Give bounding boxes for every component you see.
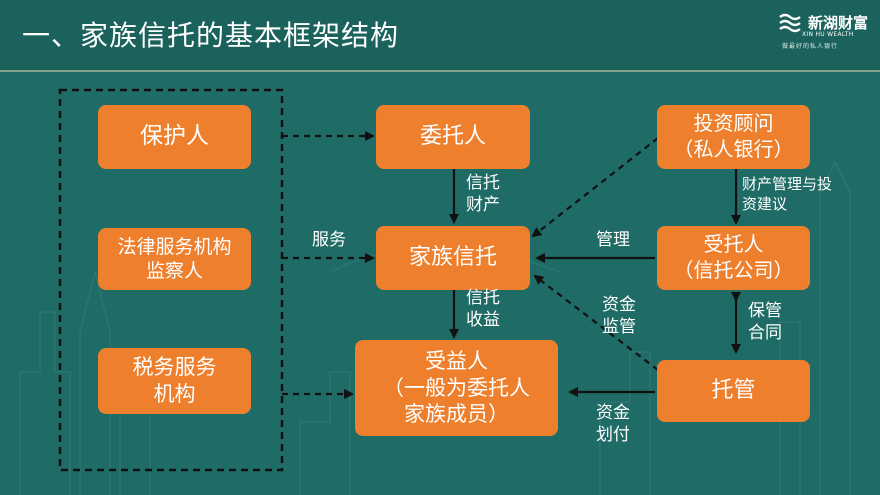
arrow-custody-to-trust — [533, 274, 659, 371]
page-title: 一、家族信托的基本框架结构 — [22, 19, 400, 52]
arrow-advisor-to-trust — [531, 137, 659, 238]
header-divider — [0, 70, 880, 72]
service-providers-group-border — [58, 88, 284, 472]
tax-service-node: 税务服务 机构 — [98, 348, 251, 414]
settlor-node: 委托人 — [376, 105, 530, 169]
trustee-node: 受托人 （信托公司） — [657, 226, 810, 290]
protector-node: 保护人 — [98, 105, 251, 169]
asset-advice-label: 财产管理与投 资建议 — [742, 175, 833, 213]
trust-property-label: 信托 财产 — [466, 173, 500, 216]
custody-contract-label: 保管 合同 — [748, 301, 782, 344]
logo-english: XIN HU WEALTH — [802, 31, 854, 38]
logo-name: 新湖财富 — [808, 14, 869, 32]
header-bar — [0, 0, 880, 70]
logo-slogan: 做最好的私人银行 — [782, 43, 839, 50]
investment-advisor-node: 投资顾问 （私人银行） — [657, 105, 810, 169]
legal-service-node: 法律服务机构 监察人 — [98, 228, 251, 290]
wave-logo-icon — [779, 13, 801, 33]
brand-logo: 新湖财富 XIN HU WEALTH 做最好的私人银行 — [778, 12, 874, 52]
fund-transfer-label: 资金 划付 — [596, 403, 630, 446]
custody-node: 托管 — [657, 360, 810, 422]
management-label: 管理 — [596, 230, 630, 250]
trust-income-label: 信托 收益 — [466, 288, 500, 331]
beneficiary-node: 受益人 （一般为委托人 家族成员） — [355, 340, 558, 436]
fund-supervision-label: 资金 监管 — [602, 295, 636, 338]
service-label: 服务 — [312, 230, 346, 250]
family-trust-node: 家族信托 — [376, 226, 530, 290]
